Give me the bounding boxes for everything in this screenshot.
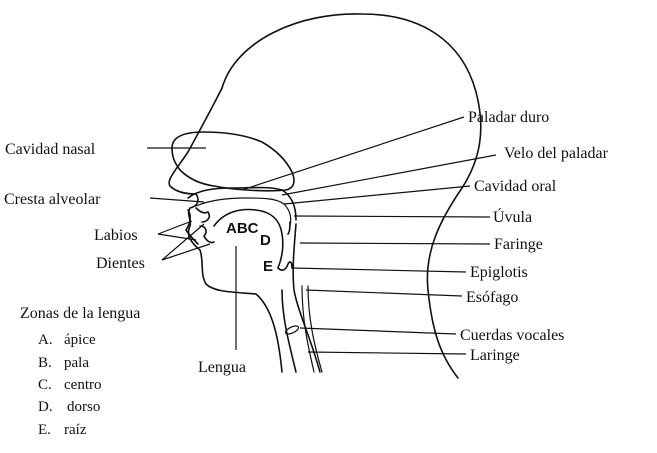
leader-uvula <box>294 216 490 217</box>
leader-esofago <box>306 290 462 296</box>
leader-dientes-2 <box>162 244 210 260</box>
label-epiglotis: Epiglotis <box>470 264 528 281</box>
leader-epiglotis <box>292 268 466 272</box>
legend-key-c: C. <box>38 377 52 393</box>
label-dientes: Dientes <box>96 255 145 272</box>
leader-velo-del-paladar <box>282 155 496 195</box>
leader-paladar-duro <box>242 117 464 190</box>
leader-dientes-1 <box>162 224 204 260</box>
legend-key-e: E. <box>38 422 51 438</box>
tongue-letter-e: E <box>263 258 273 275</box>
label-labios: Labios <box>94 227 138 244</box>
legend-value-d: dorso <box>67 399 100 415</box>
legend-key-d: D. <box>38 399 53 415</box>
leader-cresta-alveolar <box>150 198 204 202</box>
leader-faringe <box>300 243 490 244</box>
hard-palate <box>188 188 296 221</box>
uvula-shape <box>288 222 290 234</box>
legend-value-c: centro <box>64 377 101 393</box>
label-velo-del-paladar: Velo del paladar <box>504 145 609 162</box>
label-paladar-duro: Paladar duro <box>468 109 549 126</box>
label-faringe: Faringe <box>494 236 543 253</box>
legend-key-a: A. <box>38 332 53 348</box>
label-lengua: Lengua <box>198 359 246 376</box>
tongue-letters-abc: ABC <box>226 220 259 237</box>
leader-cuerdas-vocales <box>300 328 456 334</box>
nasal-cavity-outline <box>172 132 294 191</box>
label-cavidad-oral: Cavidad oral <box>474 178 557 195</box>
label-cavidad-nasal: Cavidad nasal <box>5 141 96 158</box>
tongue-zones-legend: Zonas de la lengua A. ápice B. pala C. c… <box>20 305 140 438</box>
upper-teeth <box>196 208 209 222</box>
label-cuerdas-vocales: Cuerdas vocales <box>460 327 564 344</box>
legend-value-a: ápice <box>64 332 96 348</box>
legend-value-b: pala <box>64 355 89 371</box>
legend-key-b: B. <box>38 355 52 371</box>
label-esofago: Esófago <box>466 289 518 306</box>
leader-cavidad-oral <box>284 186 470 204</box>
lower-teeth <box>200 226 214 243</box>
legend-value-e: raíz <box>64 422 87 438</box>
label-cresta-alveolar: Cresta alveolar <box>4 191 101 208</box>
label-uvula: Úvula <box>493 207 532 226</box>
trachea-front <box>282 290 296 372</box>
head-outline <box>222 14 481 378</box>
label-laringe: Laringe <box>470 347 520 364</box>
vocal-cords-shape <box>284 324 299 335</box>
legend-title: Zonas de la lengua <box>20 305 140 322</box>
tongue-letter-d: D <box>260 232 271 249</box>
